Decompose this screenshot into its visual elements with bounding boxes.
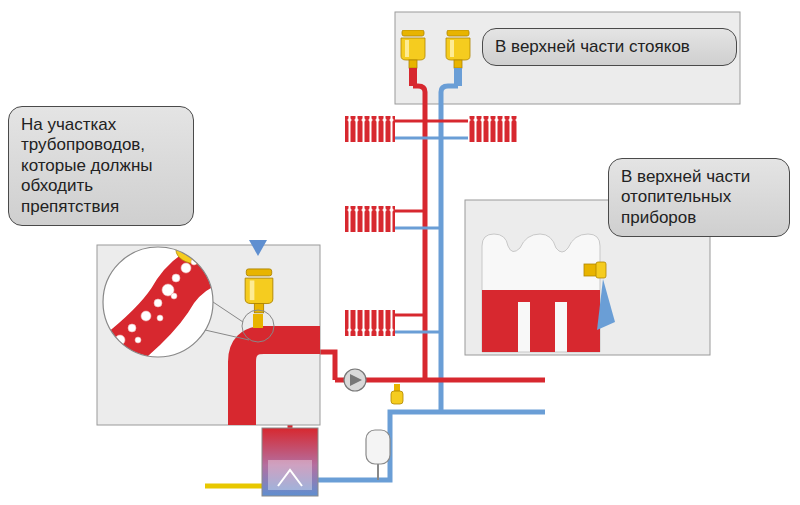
return-main — [318, 412, 545, 480]
gas-pipe — [205, 484, 262, 489]
expansion-tank — [366, 430, 390, 464]
callout-box: В верхней части стояков — [482, 28, 737, 66]
supply-riser — [423, 104, 428, 382]
air-vent — [245, 269, 273, 313]
callout-box: На участках трубопроводов, которые должн… — [8, 106, 194, 226]
callout-text: В верхней части стояков — [495, 37, 724, 57]
pump — [344, 369, 366, 391]
air-release — [249, 240, 267, 256]
inset-panel — [395, 12, 740, 104]
boiler — [262, 428, 318, 496]
air-vent — [401, 30, 425, 68]
return-riser — [439, 104, 444, 414]
callout-text: В верхней части отопительных приборов — [621, 167, 777, 228]
bypass-pipe — [242, 340, 320, 425]
magnifier — [95, 236, 220, 370]
radiator-closeup — [482, 234, 600, 352]
callout-box: В верхней части отопительных приборов — [608, 158, 790, 237]
air-vent — [584, 262, 615, 330]
callout-text: На участках трубопроводов, которые должн… — [21, 115, 181, 217]
air-vent — [446, 30, 470, 68]
small-air-vent — [391, 384, 403, 404]
